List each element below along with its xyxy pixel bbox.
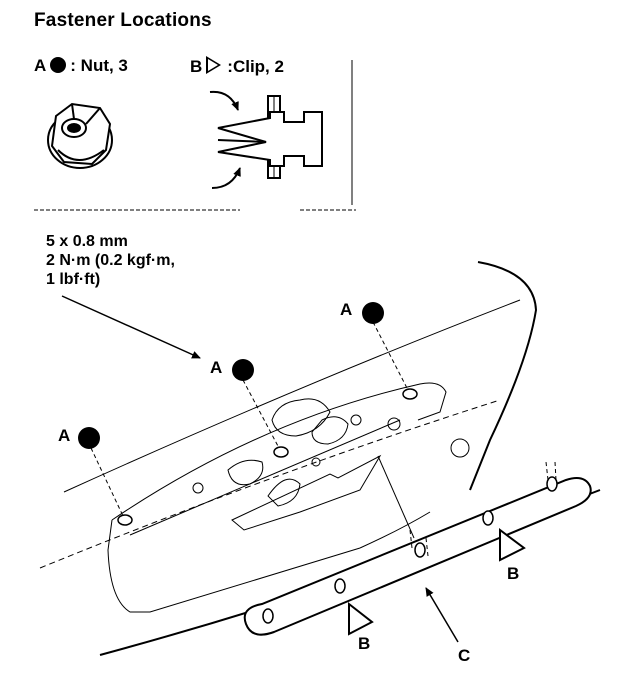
spec-line-3: 1 lbf·ft) <box>46 271 101 288</box>
nut-hole-left <box>117 514 133 526</box>
clip-marker-left <box>348 601 374 636</box>
nut-holes <box>117 388 418 526</box>
spec-line-2: 2 N·m (0.2 kgf·m, <box>46 252 175 269</box>
legend-nut: A : Nut, 3 <box>34 56 128 76</box>
callout-b-left: B <box>358 634 371 653</box>
legend-clip: B :Clip, 2 <box>190 56 284 77</box>
legend-nut-letter: A <box>34 56 47 75</box>
panel-edge-curve <box>469 261 538 491</box>
alignment-lines <box>90 321 557 557</box>
torque-spec: 5 x 0.8 mm 2 N·m (0.2 kgf·m, 1 lbf·ft) <box>46 232 175 289</box>
spec-line-1: 5 x 0.8 mm <box>46 233 128 250</box>
nut-symbol-icon <box>50 57 67 73</box>
nut-marker-center <box>232 359 254 381</box>
nut-hole-center <box>273 446 289 458</box>
spec-leader-line <box>61 295 201 359</box>
garnish-guide-line <box>377 455 415 539</box>
callout-a-center: A <box>210 358 223 377</box>
nut-marker-right <box>362 302 384 324</box>
legend-nut-text: : Nut, 3 <box>70 56 128 75</box>
legend-clip-letter: B <box>190 57 203 76</box>
nut-hole-right <box>402 388 418 400</box>
clip-illustration <box>209 90 323 189</box>
callout-b-right: B <box>507 564 520 583</box>
clip-marker-right <box>499 528 526 562</box>
callout-a-left: A <box>58 426 71 445</box>
garnish-leader-line <box>425 587 459 643</box>
callout-a-right: A <box>340 300 353 319</box>
clip-symbol-icon <box>206 56 222 74</box>
callout-c: C <box>458 646 471 665</box>
flange-nut-illustration <box>47 102 113 169</box>
garnish-strip <box>243 476 592 636</box>
legend-clip-text: :Clip, 2 <box>227 57 284 76</box>
nut-marker-left <box>78 427 100 449</box>
page-title: Fastener Locations <box>34 10 212 31</box>
